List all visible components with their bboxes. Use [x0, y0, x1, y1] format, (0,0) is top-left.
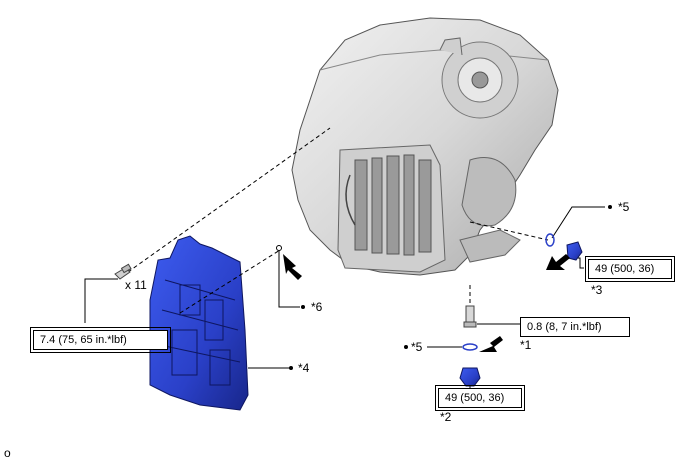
bolt-icon: [114, 263, 132, 280]
valve-body-cover: [149, 235, 249, 411]
arrow-icon: [479, 336, 503, 352]
valve-body-mechanism: [354, 154, 432, 256]
o-ring-icon: [276, 245, 282, 251]
corner-mark: o: [4, 446, 11, 460]
callout-lines: [84, 206, 605, 388]
torque-spec-bolt-1: 0.8 (8, 7 in.*lbf): [520, 317, 630, 337]
bolt-icon: [463, 305, 477, 328]
plug-icon: [459, 367, 481, 387]
torque-spec-plug-2: 49 (500, 36): [435, 385, 525, 411]
arrow-icon: [283, 254, 302, 280]
torque-spec-plug-3: 49 (500, 36): [585, 256, 675, 282]
seal-ring-icon: [545, 233, 555, 247]
ref-3-label: *3: [591, 283, 603, 297]
transmission-assembly: [291, 17, 559, 276]
torque-spec-bolt-11: 7.4 (75, 65 in.*lbf): [30, 327, 171, 353]
ref-1-label: *1: [520, 338, 532, 352]
callout-dots: [289, 205, 612, 370]
ref-2-label: *2: [440, 410, 452, 424]
ref-4-label: *4: [298, 361, 310, 375]
arrow-icon: [546, 254, 570, 270]
ref-6-label: *6: [311, 300, 323, 314]
ref-5-mid-label: *5: [411, 340, 423, 354]
seal-ring-icon: [462, 343, 478, 351]
bolt-quantity-label: x 11: [125, 278, 147, 292]
ref-5-top-label: *5: [618, 200, 630, 214]
dashed-leaders: [127, 127, 549, 314]
